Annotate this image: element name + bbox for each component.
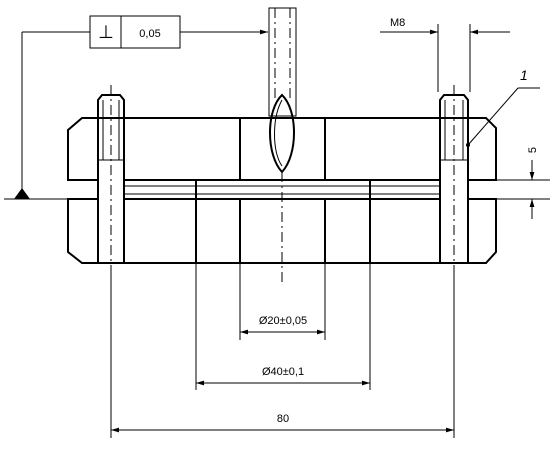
tolerance-frame: ⊥ 0,05 bbox=[4, 15, 268, 200]
part-leader: 1 bbox=[466, 67, 540, 147]
specimen bbox=[195, 179, 371, 200]
thread-dimension: M8 bbox=[380, 17, 510, 92]
perpendicularity-symbol: ⊥ bbox=[98, 22, 114, 42]
part-number: 1 bbox=[520, 67, 528, 83]
outer-diameter-dimension: Ø40±0,1 bbox=[195, 199, 371, 390]
outer-diameter-label: Ø40±0,1 bbox=[262, 366, 304, 378]
right-bolt bbox=[439, 94, 469, 264]
thread-label: M8 bbox=[390, 17, 405, 29]
overall-length-label: 80 bbox=[277, 413, 289, 425]
gap-dimension: 5 bbox=[470, 147, 550, 219]
inner-diameter-dimension: Ø20±0,05 bbox=[239, 263, 326, 340]
indenter bbox=[268, 7, 297, 174]
gap-label: 5 bbox=[527, 147, 539, 153]
tolerance-value: 0,05 bbox=[139, 28, 160, 40]
inner-diameter-label: Ø20±0,05 bbox=[259, 315, 307, 327]
overall-length-dimension: 80 bbox=[110, 270, 455, 438]
